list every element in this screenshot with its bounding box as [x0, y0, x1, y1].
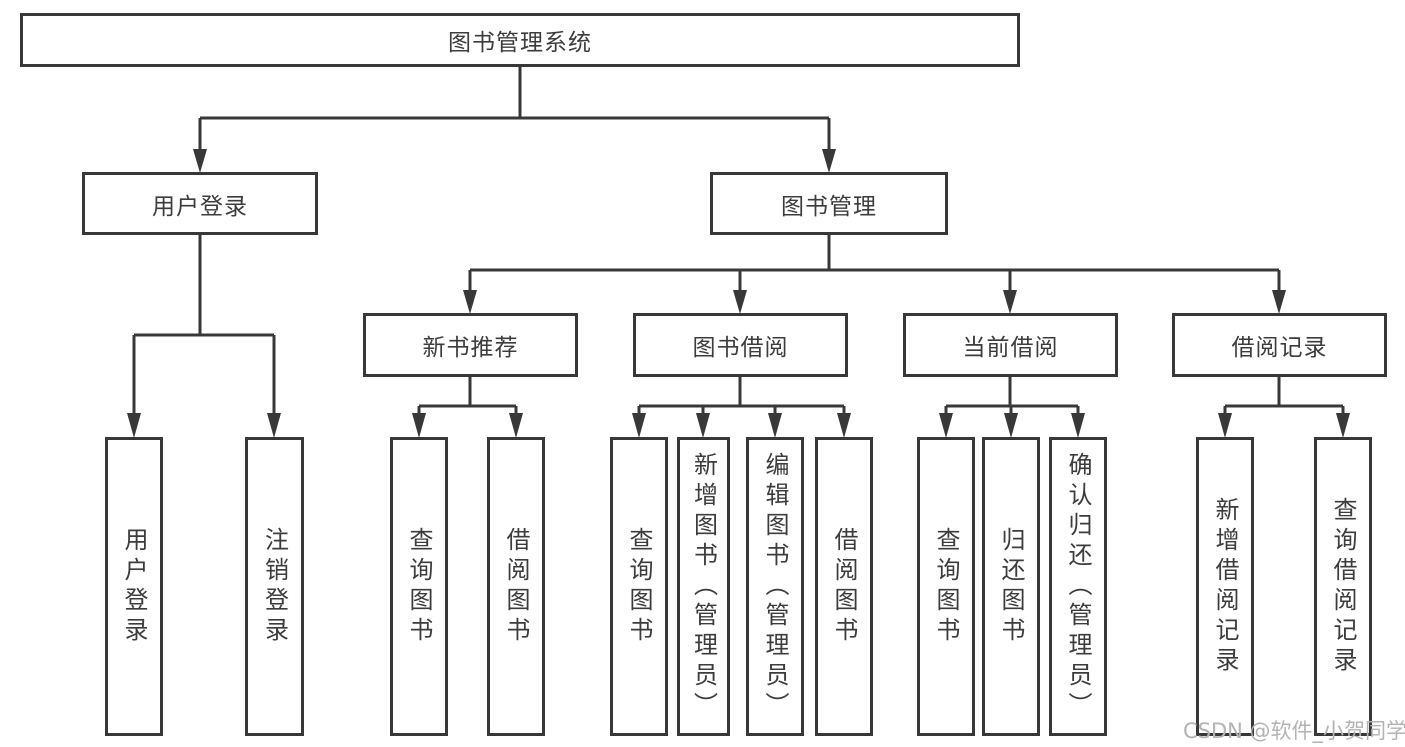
node-borrowing-records: 借阅记录 — [1172, 313, 1387, 377]
leaf-edit-books-admin: 编辑图书（管理员） — [746, 437, 804, 736]
leaf-user-login: 用户登录 — [105, 437, 163, 736]
leaf-rec-query-books-label: 查询图书 — [405, 526, 433, 647]
node-new-book-recommendation: 新书推荐 — [363, 313, 578, 377]
leaf-confirm-return-admin-label: 确认归还（管理员） — [1064, 451, 1092, 722]
connector-book-mgmt-to-level3 — [463, 235, 1286, 314]
leaf-confirm-return-admin: 确认归还（管理员） — [1049, 437, 1107, 736]
leaf-current-query-books-label: 查询图书 — [932, 526, 960, 647]
node-user-login: 用户登录 — [82, 172, 318, 235]
node-book-management-label: 图书管理 — [781, 193, 877, 220]
leaf-current-query-books: 查询图书 — [917, 437, 975, 736]
node-book-borrowing-label: 图书借阅 — [692, 335, 789, 361]
connector-borrow-record-to-leaves — [1218, 377, 1350, 438]
leaf-return-books-label: 归还图书 — [997, 526, 1025, 647]
node-user-login-label: 用户登录 — [152, 193, 248, 220]
leaf-query-borrow-record: 查询借阅记录 — [1314, 437, 1372, 736]
leaf-return-books: 归还图书 — [982, 437, 1040, 736]
leaf-add-books-admin: 新增图书（管理员） — [677, 437, 730, 736]
node-book-management: 图书管理 — [710, 172, 948, 235]
leaf-borrow-query-books-label: 查询图书 — [625, 526, 653, 647]
node-library-system-label: 图书管理系统 — [448, 30, 592, 56]
node-current-borrowing-label: 当前借阅 — [962, 335, 1059, 361]
leaf-borrow-books: 借阅图书 — [815, 437, 873, 736]
node-current-borrowing: 当前借阅 — [903, 313, 1118, 377]
node-book-borrowing: 图书借阅 — [633, 313, 848, 377]
connector-root-to-level2 — [193, 67, 836, 173]
leaf-borrow-query-books: 查询图书 — [610, 437, 668, 736]
leaf-add-books-admin-label: 新增图书（管理员） — [689, 451, 718, 722]
leaf-rec-query-books: 查询图书 — [390, 437, 448, 736]
leaf-borrow-books-label: 借阅图书 — [830, 526, 858, 647]
leaf-rec-borrow-books-label: 借阅图书 — [502, 526, 530, 647]
leaf-user-login-label: 用户登录 — [120, 526, 148, 647]
connector-new-book-rec-to-leaves — [412, 377, 523, 438]
leaf-add-borrow-record-label: 新增借阅记录 — [1211, 496, 1239, 677]
node-borrowing-records-label: 借阅记录 — [1231, 335, 1328, 361]
csdn-watermark: CSDN @软件_小贺同学 — [1183, 719, 1405, 743]
leaf-logout-label: 注销登录 — [260, 526, 289, 647]
leaf-edit-books-admin-label: 编辑图书（管理员） — [761, 451, 789, 722]
connector-user-login-to-leaves — [127, 235, 281, 438]
node-new-book-recommendation-label: 新书推荐 — [422, 335, 519, 361]
connector-book-borrow-to-leaves — [632, 377, 851, 438]
connector-current-borrow-to-leaves — [939, 377, 1085, 438]
node-library-system: 图书管理系统 — [20, 13, 1020, 67]
leaf-add-borrow-record: 新增借阅记录 — [1196, 437, 1254, 736]
leaf-rec-borrow-books: 借阅图书 — [487, 437, 545, 736]
leaf-logout: 注销登录 — [245, 437, 304, 736]
leaf-query-borrow-record-label: 查询借阅记录 — [1329, 496, 1357, 677]
